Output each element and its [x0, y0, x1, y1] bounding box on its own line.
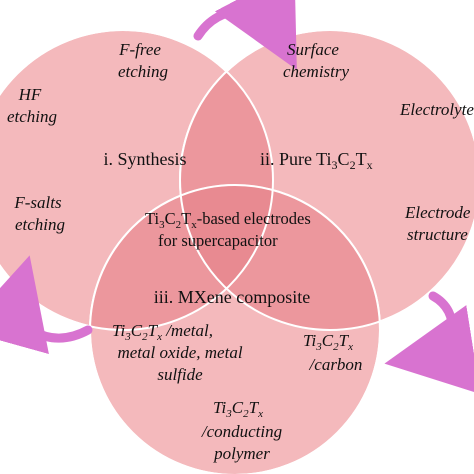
- f-free-label-line1: F-free: [118, 40, 161, 59]
- metal-label-line3: sulfide: [157, 365, 203, 384]
- pure-mxene-circle-outline: [179, 29, 474, 331]
- carbon-label-line1: Ti3C2Tx: [303, 331, 353, 353]
- metal-c: C: [131, 321, 143, 340]
- electrolyte-label: Electrolyte: [399, 100, 474, 119]
- surface-label-line1: Surface: [287, 40, 339, 59]
- arrow-left: [0, 255, 93, 355]
- polymer-c: C: [232, 398, 244, 417]
- carbon-sub-2: 2: [333, 341, 339, 353]
- surface-label-line2: chemistry: [283, 62, 350, 81]
- pure-sub-2: 2: [350, 158, 356, 172]
- carbon-c: C: [322, 331, 334, 350]
- carbon-sub-x: x: [347, 341, 353, 353]
- pure-sub-x: x: [367, 158, 373, 172]
- center-line2: for supercapacitor: [158, 231, 278, 250]
- metal-label-line2: metal oxide, metal: [117, 343, 242, 362]
- center-sub-3: 3: [159, 219, 165, 231]
- f-free-label-line2: etching: [118, 62, 168, 81]
- center-line1-suffix: -based electrodes: [197, 209, 311, 228]
- carbon-t: T: [339, 331, 350, 350]
- metal-label-line1: Ti3C2Tx /metal,: [112, 321, 213, 343]
- center-line1: Ti3C2Tx-based electrodes: [145, 209, 311, 231]
- arrow-top: [193, 0, 297, 70]
- carbon-label-line2: /carbon: [309, 355, 363, 374]
- metal-sub-2: 2: [142, 331, 148, 343]
- pure-title-prefix: ii. Pure Ti: [260, 149, 332, 169]
- center-c: C: [165, 209, 176, 228]
- polymer-label-line3: polymer: [213, 444, 270, 463]
- pure-sub-3: 3: [332, 158, 338, 172]
- pure-title: ii. Pure Ti3C2Tx: [260, 149, 373, 172]
- pure-c: C: [338, 149, 350, 169]
- polymer-sub-x: x: [257, 408, 263, 420]
- center-t: T: [181, 209, 191, 228]
- carbon-ti: Ti: [303, 331, 317, 350]
- synthesis-title: i. Synthesis: [103, 149, 186, 169]
- polymer-sub-2: 2: [243, 408, 249, 420]
- metal-sub-3: 3: [124, 331, 131, 343]
- hf-label-line1: HF: [18, 85, 42, 104]
- polymer-label-line2: /conducting: [201, 422, 282, 441]
- overlap-pure-composite: [180, 185, 380, 330]
- metal-ti: Ti: [112, 321, 126, 340]
- metal-sub-x: x: [156, 331, 162, 343]
- pure-t: T: [356, 149, 367, 169]
- polymer-t: T: [249, 398, 260, 417]
- fsalts-label-line2: etching: [15, 215, 65, 234]
- synthesis-circle-outline: [0, 29, 274, 331]
- center-ti: Ti: [145, 209, 159, 228]
- polymer-label-line1: Ti3C2Tx: [213, 398, 263, 420]
- hf-label-line2: etching: [7, 107, 57, 126]
- composite-title: iii. MXene composite: [154, 287, 310, 307]
- arrow-right: [384, 291, 474, 394]
- metal-suffix: /metal,: [162, 321, 213, 340]
- overlap-synthesis-composite: [90, 185, 273, 330]
- center-sub-2: 2: [176, 219, 182, 231]
- polymer-sub-3: 3: [225, 408, 232, 420]
- center-sub-x: x: [191, 219, 197, 231]
- electrode-label-line1: Electrode: [404, 203, 471, 222]
- fsalts-label-line1: F-salts: [13, 193, 62, 212]
- electrode-label-line2: structure: [407, 225, 468, 244]
- carbon-sub-3: 3: [315, 341, 322, 353]
- polymer-ti: Ti: [213, 398, 227, 417]
- metal-t: T: [148, 321, 159, 340]
